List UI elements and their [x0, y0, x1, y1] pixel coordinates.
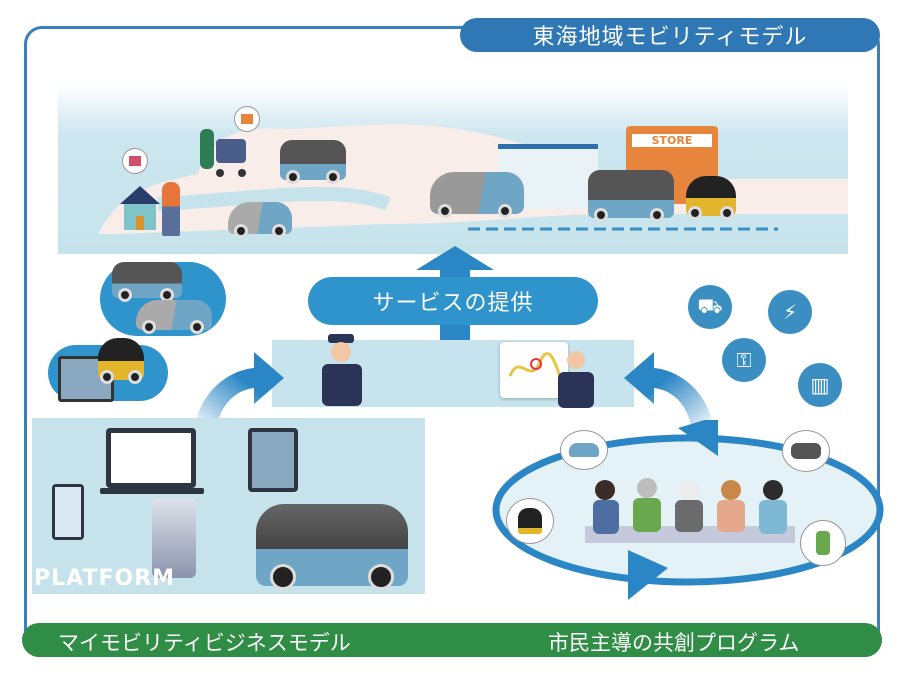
compact-ev-illustration — [228, 202, 292, 238]
outer-frame — [24, 26, 880, 636]
smartphone-bike-app-icon — [52, 484, 84, 540]
speech-bubble-autonomous-car — [560, 430, 608, 470]
driver-illustration — [314, 334, 370, 406]
cycle-arrow-head-bottom — [628, 550, 668, 600]
growth-chart-icon: ▥ — [798, 363, 842, 407]
service-provision-label: サービスの提供 — [308, 277, 598, 325]
route-planning-board — [500, 342, 568, 398]
speech-bubble-shuttle — [782, 430, 830, 472]
autonomous-car-illustration — [430, 172, 524, 218]
shuttle-vehicle-illustration — [112, 262, 182, 302]
platform-label: PLATFORM — [34, 566, 176, 591]
platform-to-services-arrow — [194, 352, 284, 430]
speech-bubble-scooter-delivery — [800, 520, 846, 566]
micro-ev-illustration — [686, 176, 736, 220]
planner-illustration — [554, 348, 598, 408]
my-mobility-business-model-label: マイモビリティビジネスモデル — [58, 631, 351, 655]
elderly-person-illustration — [162, 182, 180, 236]
shuttle-vehicle-illustration — [280, 140, 346, 184]
service-providers-band — [272, 334, 634, 408]
charging-station-icon — [152, 498, 196, 578]
laptop-base — [100, 488, 204, 494]
cycle-arrow-head-top — [678, 420, 718, 456]
footer-bar: マイモビリティビジネスモデル 市民主導の共創プログラム — [22, 623, 882, 657]
map-tablet-icon — [248, 428, 298, 492]
speech-bubble-micro-ev — [506, 498, 554, 544]
autonomous-car-illustration — [136, 300, 212, 334]
shuttle-vehicle-illustration — [256, 504, 408, 590]
cocreation-to-services-arrow — [624, 352, 714, 430]
ev-charging-icon: ⚡ — [768, 290, 812, 334]
diagram-title: 東海地域モビリティモデル — [460, 18, 880, 52]
micro-ev-illustration — [98, 338, 144, 384]
platform-panel — [32, 418, 425, 594]
house-icon — [118, 184, 162, 232]
digital-key-icon: ⚿ — [722, 338, 766, 382]
store-sign: STORE — [632, 134, 712, 147]
citizen-led-cocreation-program-label: 市民主導の共創プログラム — [548, 631, 800, 655]
shuttle-vehicle-illustration — [588, 170, 674, 222]
laptop-icon — [106, 428, 196, 488]
thought-bubble-hospital-icon — [122, 148, 148, 174]
parent-with-stroller-illustration — [198, 119, 253, 179]
town-scene: STORE — [58, 84, 848, 254]
citizens-meeting-illustration — [585, 478, 795, 543]
thought-bubble-store-icon — [234, 106, 260, 132]
ride-share-icon: ⛟ — [688, 285, 732, 329]
